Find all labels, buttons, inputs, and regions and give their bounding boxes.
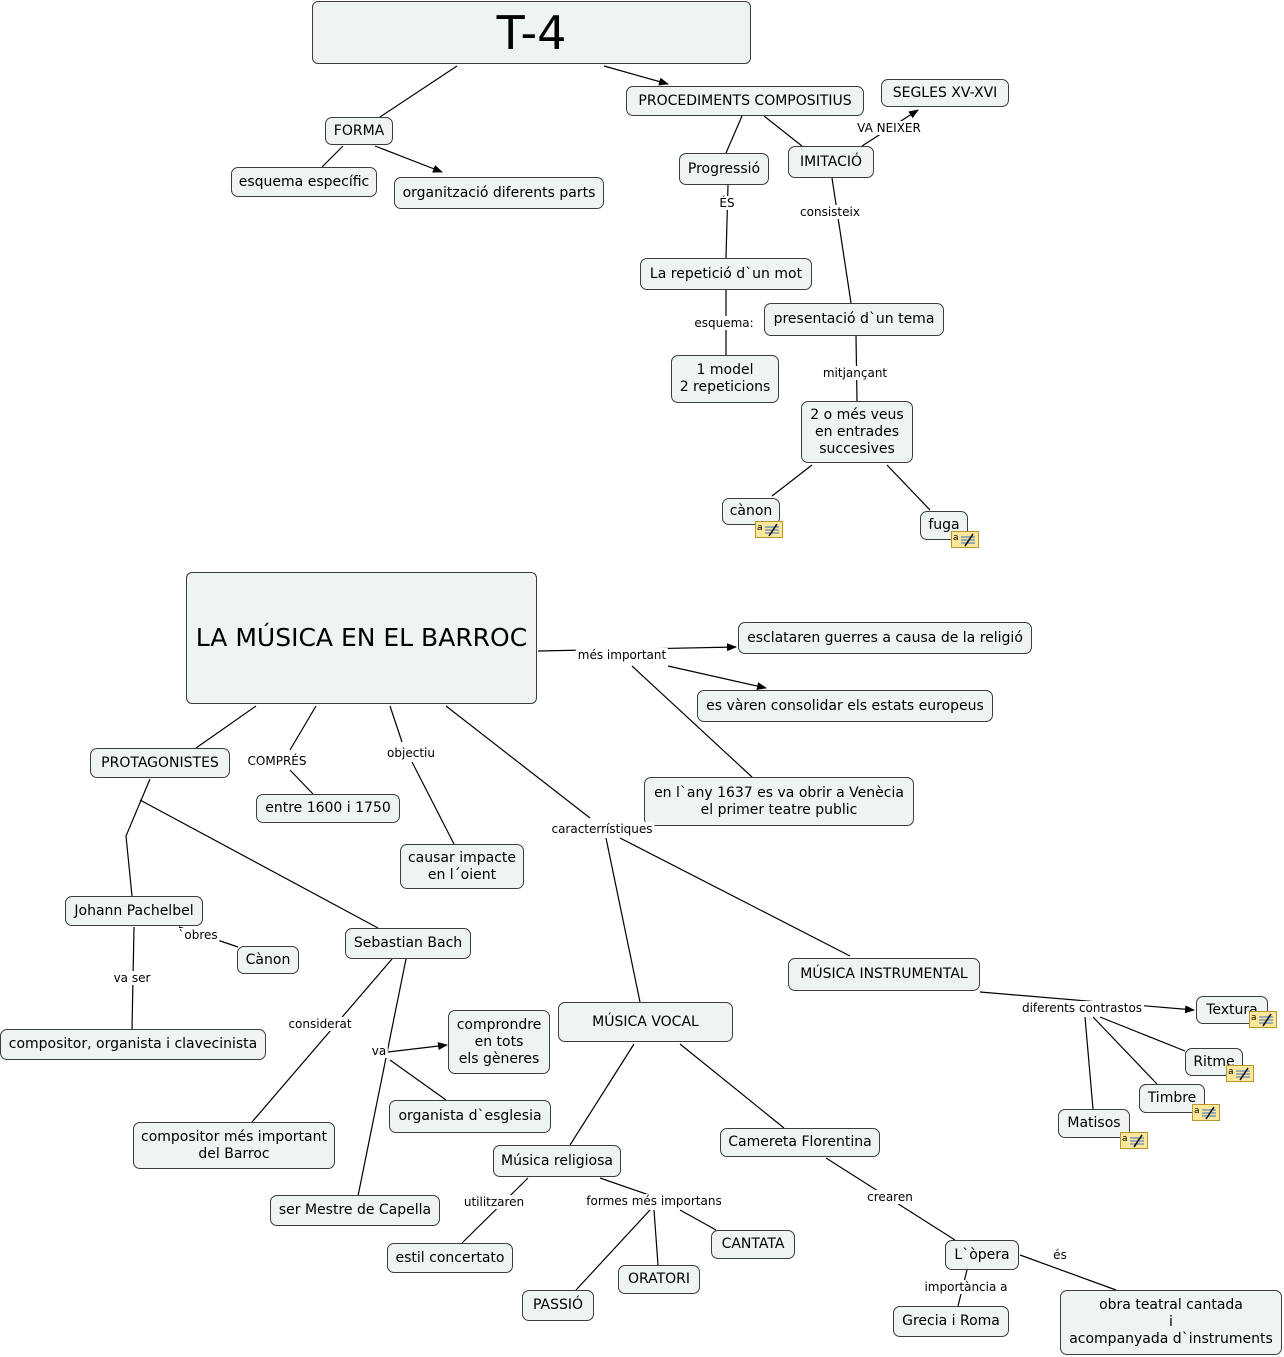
node-matisos[interactable]: Matisos (1058, 1109, 1130, 1138)
node-forma[interactable]: FORMA (325, 117, 393, 145)
node-fuga[interactable]: fuga (920, 511, 968, 540)
svg-text:a: a (1228, 1067, 1234, 1077)
note-icon[interactable]: a (951, 531, 979, 548)
node-compositor-imp[interactable]: compositor més important del Barroc (133, 1122, 335, 1169)
map-title-t4[interactable]: T-4 (312, 1, 751, 64)
node-pachelbel[interactable]: Johann Pachelbel (65, 896, 203, 926)
node-progressio[interactable]: Progressió (679, 153, 769, 185)
label-mitjancant: mitjançant (820, 366, 890, 380)
node-instrumental[interactable]: MÚSICA INSTRUMENTAL (788, 958, 980, 991)
node-model[interactable]: 1 model 2 repeticions (671, 355, 779, 403)
node-mestre[interactable]: ser Mestre de Capella (270, 1195, 440, 1226)
svg-text:a: a (1122, 1134, 1128, 1144)
node-opera[interactable]: L`òpera (945, 1240, 1019, 1270)
node-camereta[interactable]: Camereta Florentina (720, 1128, 880, 1157)
label-es-lower: és (1051, 1248, 1069, 1262)
node-procediments[interactable]: PROCEDIMENTS COMPOSITIUS (626, 86, 864, 116)
label-caracteristiques: caracterrístiques (549, 822, 655, 836)
node-ritme[interactable]: Ritme (1185, 1048, 1243, 1076)
node-concertato[interactable]: estil concertato (387, 1243, 513, 1273)
note-icon[interactable]: a (755, 521, 783, 538)
label-va: va (369, 1044, 389, 1058)
node-organista[interactable]: organista d`esglesia (389, 1100, 551, 1133)
label-utilitzaren: utilitzaren (461, 1195, 527, 1209)
node-protagonistes[interactable]: PROTAGONISTES (90, 748, 230, 778)
label-va-ser: va ser (111, 971, 153, 985)
label-consisteix: consisteix (798, 205, 862, 219)
node-religiosa[interactable]: Música religiosa (493, 1145, 621, 1177)
label-compres: COMPRÉS (245, 754, 309, 768)
node-estats[interactable]: es vàren consolidar els estats europeus (697, 690, 993, 722)
label-obres: `obres (176, 928, 220, 942)
node-organitzacio[interactable]: organització diferents parts (394, 177, 604, 209)
note-icon[interactable]: a (1192, 1104, 1220, 1121)
node-vocal[interactable]: MÚSICA VOCAL (558, 1002, 733, 1042)
label-contrastos: diferents contrastos (1019, 1001, 1145, 1015)
label-mes-important: més important (575, 648, 669, 662)
node-canon-small[interactable]: cànon (722, 498, 780, 525)
node-oratori[interactable]: ORATORI (618, 1265, 700, 1294)
node-imitacio[interactable]: IMITACIÓ (788, 146, 874, 178)
label-esquema: esquema: (692, 316, 756, 330)
label-es-upper: ÉS (717, 196, 737, 210)
node-canon-big[interactable]: Cànon (237, 946, 299, 974)
label-va-neixer: VA NEIXER (855, 121, 923, 135)
node-entre[interactable]: entre 1600 i 1750 (256, 794, 400, 823)
label-formes: formes més importans (584, 1194, 724, 1208)
label-considerat: considerat (286, 1017, 354, 1031)
node-comprondre[interactable]: comprondre en tots els gèneres (448, 1010, 550, 1074)
node-bach[interactable]: Sebastian Bach (345, 928, 471, 959)
node-esquema-especific[interactable]: esquema específic (231, 167, 377, 197)
node-impacte[interactable]: causar impacte en l´oient (400, 844, 524, 889)
svg-text:a: a (953, 533, 959, 543)
node-passio[interactable]: PASSIÓ (522, 1290, 594, 1321)
note-icon[interactable]: a (1226, 1065, 1254, 1082)
svg-text:a: a (1194, 1106, 1200, 1116)
label-objectiu: objectiu (385, 746, 437, 760)
node-veus[interactable]: 2 o més veus en entrades succesives (801, 401, 913, 463)
label-importancia: importància a (922, 1280, 1010, 1294)
node-cantata[interactable]: CANTATA (711, 1230, 795, 1259)
label-crearen: crearen (865, 1190, 915, 1204)
node-grecia[interactable]: Grecia i Roma (893, 1306, 1009, 1337)
node-segles[interactable]: SEGLES XV-XVI (881, 79, 1009, 107)
map-title-barroc[interactable]: LA MÚSICA EN EL BARROC (186, 572, 537, 704)
node-obra[interactable]: obra teatral cantada i acompanyada d`ins… (1060, 1290, 1282, 1355)
note-icon[interactable]: a (1249, 1011, 1277, 1028)
node-guerres[interactable]: esclataren guerres a causa de la religió (738, 622, 1032, 654)
svg-text:a: a (757, 523, 763, 533)
note-icon[interactable]: a (1120, 1132, 1148, 1149)
node-compositor-org[interactable]: compositor, organista i clavecinista (0, 1029, 266, 1060)
svg-text:a: a (1251, 1013, 1257, 1023)
node-teatre[interactable]: en l`any 1637 es va obrir a Venècia el p… (644, 777, 914, 826)
node-presentacio[interactable]: presentació d`un tema (764, 303, 944, 336)
node-repeticio[interactable]: La repetició d`un mot (640, 258, 812, 290)
